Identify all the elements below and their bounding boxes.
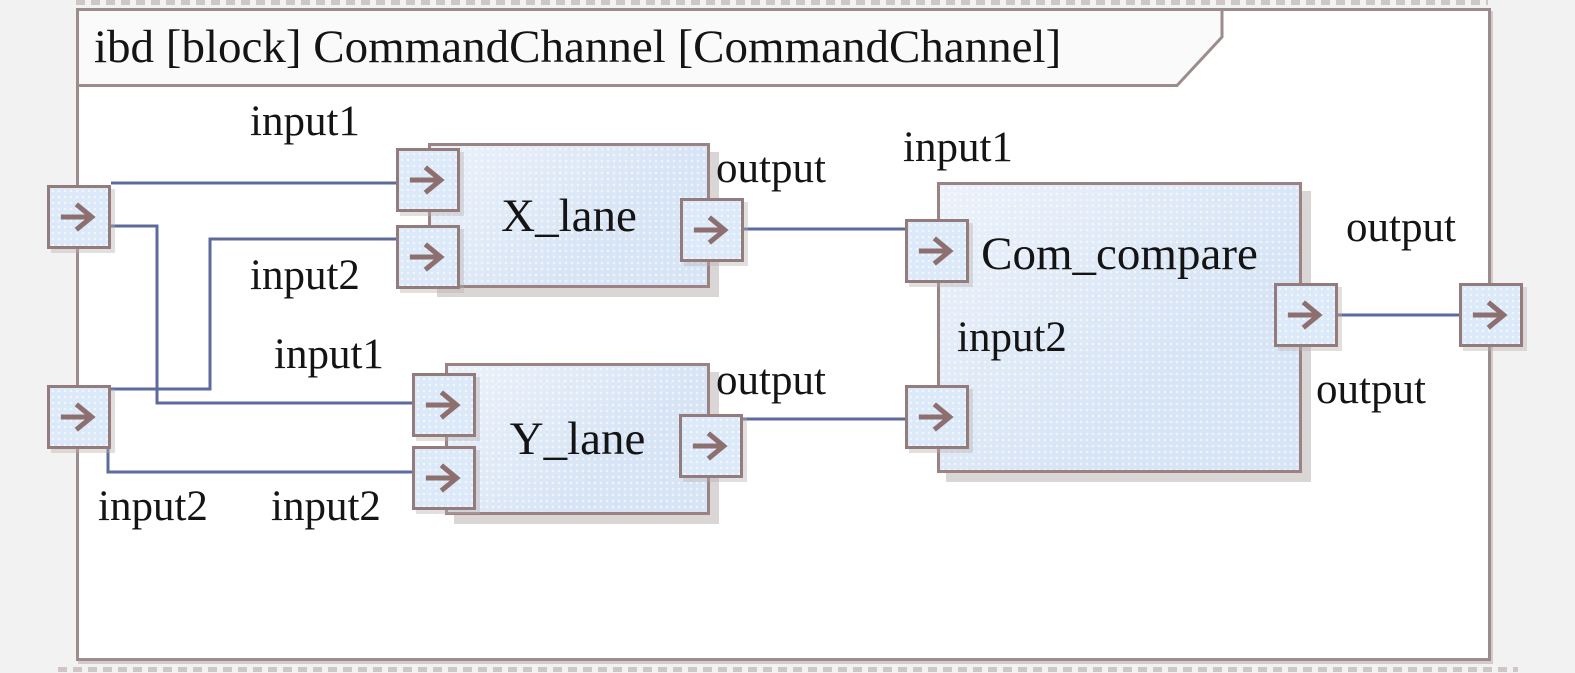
port-arrow-icon xyxy=(60,402,96,432)
port-arrow-icon xyxy=(918,236,954,266)
xlane-port-input1[interactable] xyxy=(396,148,460,212)
title-tab-shape xyxy=(76,8,1224,87)
label-comcompare-input1: input1 xyxy=(903,124,1013,171)
label-frame-input2: input2 xyxy=(98,483,208,530)
port-arrow-icon xyxy=(693,215,729,245)
ylane-port-input2[interactable] xyxy=(412,446,476,510)
block-y-lane-name: Y_lane xyxy=(509,413,646,465)
label-comcompare-input2: input2 xyxy=(957,314,1067,361)
ylane-port-input1[interactable] xyxy=(412,373,476,437)
connector-framein2-to-xlane-input2[interactable] xyxy=(111,237,396,391)
label-ylane-output: output xyxy=(716,357,826,404)
connector-framein2-to-ylane-input2[interactable] xyxy=(106,447,412,474)
block-x-lane[interactable]: X_lane xyxy=(428,143,710,288)
port-arrow-icon xyxy=(692,431,728,461)
label-xlane-output: output xyxy=(716,145,826,192)
port-arrow-icon xyxy=(60,202,96,232)
diagram-title: ibd [block] CommandChannel [CommandChann… xyxy=(94,21,1062,73)
label-xlane-input2: input2 xyxy=(250,252,360,299)
xlane-port-input2[interactable] xyxy=(396,225,460,289)
bottom-edge-dashes xyxy=(58,667,1518,672)
frame-port-output[interactable] xyxy=(1459,283,1523,347)
block-y-lane[interactable]: Y_lane xyxy=(445,363,710,515)
connector-framein1-to-ylane-input1[interactable] xyxy=(111,224,412,405)
frame-port-input1[interactable] xyxy=(47,185,111,249)
label-ylane-input2: input2 xyxy=(271,483,381,530)
port-arrow-icon xyxy=(425,463,461,493)
xlane-port-output[interactable] xyxy=(680,198,744,262)
port-arrow-icon xyxy=(425,390,461,420)
label-comcompare-output: output xyxy=(1316,366,1426,413)
block-x-lane-name: X_lane xyxy=(501,189,637,242)
port-arrow-icon xyxy=(409,165,445,195)
comcompare-port-input2[interactable] xyxy=(905,385,969,449)
port-arrow-icon xyxy=(1287,300,1323,330)
comcompare-port-input1[interactable] xyxy=(905,219,969,283)
ylane-port-output[interactable] xyxy=(679,414,743,478)
frame-port-input2[interactable] xyxy=(47,385,111,449)
label-frame-output: output xyxy=(1346,204,1456,251)
block-com-compare-name: Com_compare xyxy=(981,228,1258,280)
top-edge-dashes xyxy=(76,0,1488,5)
block-com-compare[interactable]: Com_compare xyxy=(937,182,1302,473)
port-arrow-icon xyxy=(918,402,954,432)
port-arrow-icon xyxy=(409,242,445,272)
port-arrow-icon xyxy=(1472,300,1508,330)
label-xlane-input1: input1 xyxy=(250,98,360,145)
comcompare-port-output[interactable] xyxy=(1274,283,1338,347)
label-ylane-input1: input1 xyxy=(274,331,384,378)
